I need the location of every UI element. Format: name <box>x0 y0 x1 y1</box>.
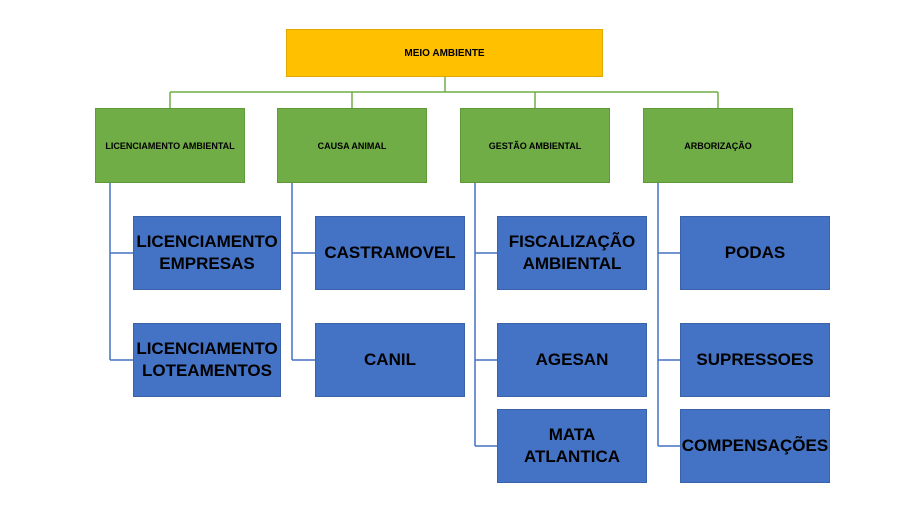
top-connectors <box>169 77 719 108</box>
leaf-licenciamento-loteamentos[interactable]: LICENCIAMENTO LOTEAMENTOS <box>133 323 281 397</box>
category-arborizacao[interactable]: ARBORIZAÇÃO <box>643 108 793 183</box>
leaf-podas[interactable]: PODAS <box>680 216 830 290</box>
leaf-mata-atlantica[interactable]: MATA ATLANTICA <box>497 409 647 483</box>
leaf-supressoes[interactable]: SUPRESSOES <box>680 323 830 397</box>
leaf-licenciamento-empresas[interactable]: LICENCIAMENTO EMPRESAS <box>133 216 281 290</box>
leaf-canil[interactable]: CANIL <box>315 323 465 397</box>
leaf-castramovel[interactable]: CASTRAMOVEL <box>315 216 465 290</box>
leaf-fiscalizacao-ambiental[interactable]: FISCALIZAÇÃO AMBIENTAL <box>497 216 647 290</box>
category-gestao-ambiental[interactable]: GESTÃO AMBIENTAL <box>460 108 610 183</box>
leaf-connectors <box>109 183 680 447</box>
category-licenciamento-ambiental[interactable]: LICENCIAMENTO AMBIENTAL <box>95 108 245 183</box>
leaf-agesan[interactable]: AGESAN <box>497 323 647 397</box>
leaf-compensacoes[interactable]: COMPENSAÇÕES <box>680 409 830 483</box>
category-causa-animal[interactable]: CAUSA ANIMAL <box>277 108 427 183</box>
root-node[interactable]: MEIO AMBIENTE <box>286 29 603 77</box>
